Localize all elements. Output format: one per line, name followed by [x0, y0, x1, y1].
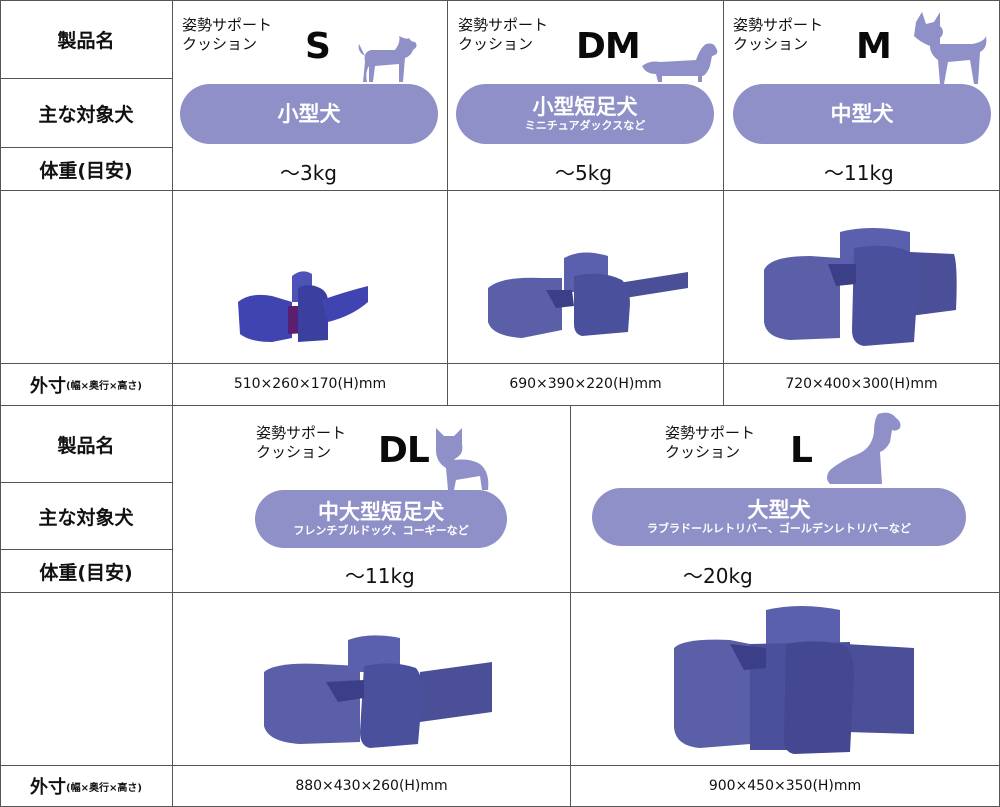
- product-l-target: 大型犬: [747, 498, 811, 522]
- product-name-label: 製品名: [57, 29, 115, 52]
- dimensions-label-main: 外寸: [30, 375, 67, 397]
- french-bulldog-icon: [436, 428, 489, 490]
- product-l-name: 姿勢サポート クッション: [665, 424, 756, 461]
- product-s-target-pill: 小型犬: [180, 84, 438, 144]
- dimensions-label-2: 外寸(幅×奥行×高さ): [0, 766, 172, 806]
- product-dl-size: DL: [378, 430, 430, 471]
- cushion-dm-image: [488, 252, 688, 338]
- product-dm-name: 姿勢サポート クッション: [458, 16, 549, 53]
- product-m-target: 中型犬: [830, 102, 894, 126]
- product-s-size: S: [305, 26, 331, 67]
- chihuahua-icon: [358, 36, 417, 82]
- product-dl-dimensions: 880×430×260(H)mm: [295, 778, 448, 794]
- product-s-target: 小型犬: [277, 102, 341, 126]
- product-name-label-2: 製品名: [57, 434, 115, 457]
- product-dm-target-pill: 小型短足犬 ミニチュアダックスなど: [456, 84, 714, 144]
- product-dm-target: 小型短足犬: [532, 95, 638, 119]
- weight-label: 体重(目安): [39, 159, 133, 182]
- cushion-l-image: [674, 606, 914, 754]
- dimensions-label: 外寸(幅×奥行×高さ): [0, 364, 172, 405]
- product-m-weight: ～11kg: [824, 161, 894, 185]
- product-dl-target-pill: 中大型短足犬 フレンチブルドッグ、コーギーなど: [255, 490, 507, 548]
- product-l-dimensions: 900×450×350(H)mm: [708, 778, 862, 794]
- cushion-dl-image: [264, 635, 492, 748]
- dimensions-label-sub: (幅×奥行×高さ): [66, 381, 142, 392]
- product-m-target-pill: 中型犬: [733, 84, 991, 144]
- product-l-target-pill: 大型犬 ラブラドールレトリバー、ゴールデンレトリバーなど: [592, 488, 966, 546]
- product-m-size: M: [856, 26, 892, 67]
- cushion-m-image: [764, 228, 957, 346]
- product-dl-target-sub: フレンチブルドッグ、コーギーなど: [293, 524, 469, 537]
- product-dl-target: 中大型短足犬: [318, 500, 444, 524]
- retriever-icon: [827, 412, 901, 484]
- product-l-weight: ～20kg: [683, 564, 753, 588]
- product-m-name: 姿勢サポート クッション: [733, 16, 824, 53]
- product-s-name: 姿勢サポート クッション: [182, 16, 273, 53]
- product-l-size: L: [790, 430, 813, 471]
- product-s-dimensions: 510×260×170(H)mm: [233, 376, 387, 392]
- target-dog-label: 主な対象犬: [38, 103, 134, 126]
- dimensions-label-sub-2: (幅×奥行×高さ): [66, 782, 142, 794]
- cushion-s-image: [238, 271, 368, 342]
- product-dm-target-sub: ミニチュアダックスなど: [524, 119, 646, 132]
- product-l-target-sub: ラブラドールレトリバー、ゴールデンレトリバーなど: [647, 522, 911, 535]
- weight-label-2: 体重(目安): [39, 561, 133, 584]
- product-s-weight: ～3kg: [280, 161, 338, 185]
- product-dl-name: 姿勢サポート クッション: [256, 424, 347, 461]
- shiba-icon: [914, 12, 987, 84]
- dimensions-label-main-2: 外寸: [30, 777, 67, 798]
- product-dm-size: DM: [576, 26, 641, 67]
- target-dog-label-2: 主な対象犬: [38, 506, 134, 529]
- product-dm-dimensions: 690×390×220(H)mm: [509, 376, 662, 392]
- product-dl-weight: ～11kg: [345, 564, 415, 588]
- product-m-dimensions: 720×400×300(H)mm: [785, 376, 938, 392]
- dachshund-icon: [642, 43, 718, 82]
- product-dm-weight: ～5kg: [555, 161, 613, 185]
